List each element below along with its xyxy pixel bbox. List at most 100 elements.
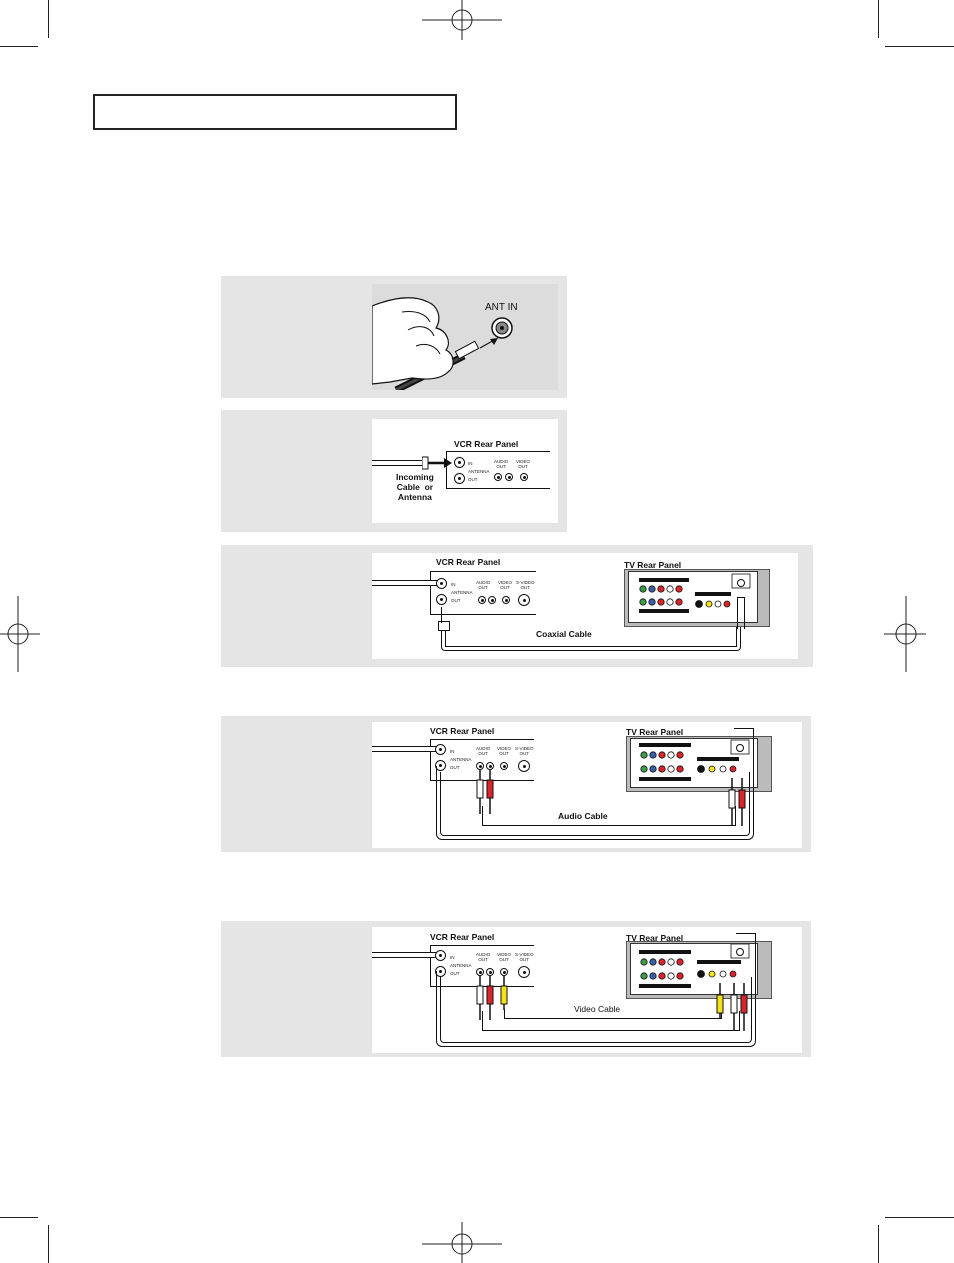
- vcr-rear-panel-title: VCR Rear Panel: [454, 439, 519, 449]
- audio-cable-label: Audio Cable: [558, 811, 608, 821]
- coaxial-cable: [440, 772, 750, 836]
- video-out-label: VIDEO OUT: [497, 952, 512, 962]
- rca-plugs-icon: [728, 778, 746, 826]
- svideo-out-jack: [518, 966, 530, 978]
- video-out-label: VIDEO OUT: [516, 459, 531, 469]
- antenna-in-jack: [436, 578, 447, 589]
- audio-out-jack: [486, 762, 494, 770]
- audio-out-label: AUDIO OUT: [476, 746, 491, 756]
- tv-jack-array-illustration: [639, 943, 750, 988]
- tv-jack-array-illustration: [639, 573, 751, 613]
- figure-audio-connection: VCR Rear Panel TV Rear Panel IN ANTENNA …: [372, 722, 802, 848]
- audio-out-label: AUDIO OUT: [476, 580, 491, 590]
- audio-out-label: AUDIO OUT: [494, 459, 509, 469]
- tv-rear-panel-title: TV Rear Panel: [626, 933, 684, 943]
- tv-rear-panel: [630, 943, 758, 995]
- vcr-rear-panel: [430, 945, 534, 987]
- antenna-label: ANTENNA: [451, 590, 473, 595]
- audio-out-jack: [486, 968, 494, 976]
- tv-rear-panel-title: TV Rear Panel: [626, 727, 684, 737]
- vcr-rear-panel-title: VCR Rear Panel: [430, 726, 495, 736]
- coaxial-cable: [445, 627, 737, 647]
- tv-rear-panel: [628, 571, 758, 623]
- tv-jack-array-illustration: [639, 739, 750, 781]
- registration-mark-right-icon: [884, 596, 926, 672]
- coaxial-cable: [736, 933, 756, 981]
- crop-mark: [0, 1217, 38, 1218]
- audio-cable: [482, 1011, 740, 1031]
- incoming-cable: [372, 746, 438, 752]
- coaxial-cable: [440, 977, 752, 1043]
- coaxial-cable: [436, 971, 756, 1047]
- antenna-label: ANTENNA: [450, 757, 472, 762]
- svideo-out-label: S-VIDEO OUT: [515, 746, 534, 756]
- crop-mark: [885, 1217, 954, 1218]
- antenna-label: ANTENNA: [468, 469, 490, 474]
- out-label: OUT: [468, 477, 478, 482]
- registration-mark-bottom-icon: [422, 1222, 502, 1263]
- crop-mark: [878, 0, 879, 38]
- coaxial-cable: [436, 766, 754, 840]
- svideo-out-jack: [518, 594, 530, 606]
- crop-mark: [878, 1225, 879, 1263]
- coaxial-cable: [734, 728, 754, 774]
- figure-coaxial-connection: VCR Rear Panel TV Rear Panel IN ANTENNA …: [372, 553, 798, 659]
- crop-mark: [885, 46, 954, 47]
- audio-out-jack: [505, 473, 513, 481]
- audio-out-jack: [476, 762, 484, 770]
- coax-connector: [438, 621, 450, 631]
- out-label: OUT: [450, 971, 460, 976]
- audio-out-label: AUDIO OUT: [476, 952, 491, 962]
- antenna-out-jack: [454, 473, 465, 484]
- video-out-jack: [520, 473, 528, 481]
- crop-mark: [48, 0, 49, 38]
- figure-ant-in-connect: ANT IN: [372, 284, 558, 390]
- vcr-rear-panel-title: VCR Rear Panel: [430, 932, 495, 942]
- svideo-out-label: S-VIDEO OUT: [516, 580, 535, 590]
- audio-out-jack: [478, 596, 486, 604]
- hand-connecting-cable-illustration: [372, 297, 513, 390]
- coaxial-cable: [441, 627, 741, 651]
- arrow-right-icon: [422, 456, 452, 470]
- antenna-label: ANTENNA: [450, 963, 472, 968]
- audio-out-jack: [494, 473, 502, 481]
- figure-video-connection: VCR Rear Panel TV Rear Panel IN ANTENNA …: [372, 927, 802, 1053]
- in-label: IN: [468, 461, 473, 466]
- in-label: IN: [450, 955, 455, 960]
- audio-cable: [482, 806, 736, 826]
- rca-plugs-icon: [716, 983, 748, 1031]
- audio-out-jack: [488, 596, 496, 604]
- video-out-jack: [500, 762, 508, 770]
- svideo-out-label: S-VIDEO OUT: [515, 952, 534, 962]
- in-label: IN: [451, 582, 456, 587]
- antenna-in-jack: [435, 950, 446, 961]
- antenna-in-jack: [454, 457, 465, 468]
- antenna-out-jack: [436, 594, 447, 605]
- vcr-rear-panel: [446, 451, 550, 489]
- out-label: OUT: [450, 765, 460, 770]
- audio-out-jack: [476, 968, 484, 976]
- incoming-cable: [372, 580, 438, 586]
- registration-mark-left-icon: [0, 596, 40, 672]
- tv-rear-panel-title: TV Rear Panel: [624, 560, 682, 570]
- crop-mark: [48, 1225, 49, 1263]
- video-cable: [504, 1009, 722, 1019]
- crop-mark: [0, 46, 38, 47]
- video-cable-label: Video Cable: [572, 1004, 623, 1014]
- tv-rear-panel: [630, 738, 758, 788]
- section-header-box: [93, 94, 457, 130]
- coaxial-cable-label: Coaxial Cable: [536, 629, 592, 639]
- video-out-jack: [502, 596, 510, 604]
- rca-plugs-icon: [476, 976, 508, 1020]
- rca-plugs-icon: [476, 770, 494, 814]
- figure-cable-to-vcr: VCR Rear Panel IN ANTENNA OUT AUDIO OUT …: [372, 419, 558, 523]
- out-label: OUT: [451, 598, 461, 603]
- svideo-out-jack: [518, 760, 530, 772]
- incoming-cable: [372, 952, 438, 958]
- video-out-jack: [500, 968, 508, 976]
- video-out-label: VIDEO OUT: [497, 746, 512, 756]
- incoming-cable-label: Incoming Cable or Antenna: [396, 472, 434, 502]
- vcr-rear-panel: [430, 571, 536, 615]
- in-label: IN: [450, 749, 455, 754]
- ant-in-label: ANT IN: [485, 302, 518, 313]
